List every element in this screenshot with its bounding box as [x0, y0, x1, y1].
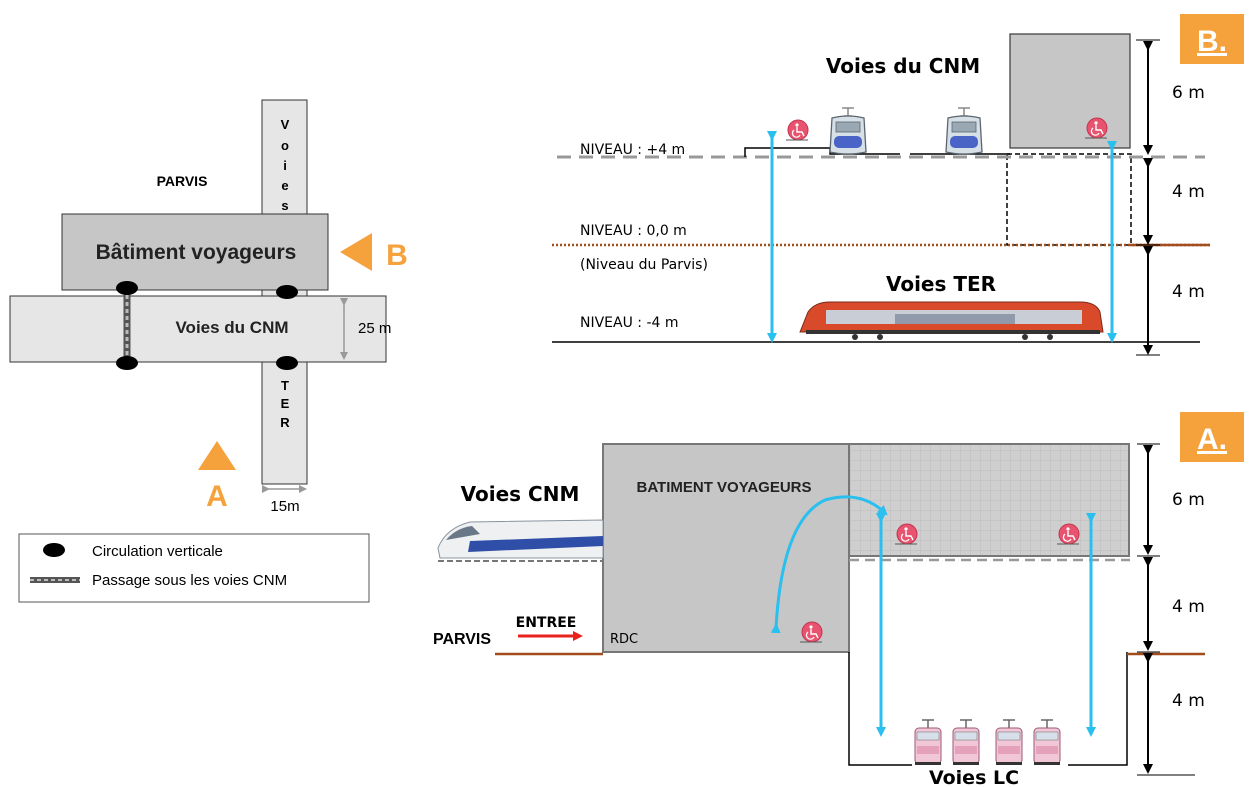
legend-box [18, 533, 370, 603]
lc-train-1-icon [914, 719, 942, 766]
voies-ter-label: Voies TER [886, 272, 996, 296]
section-b-building [1009, 33, 1131, 149]
section-a-building [602, 443, 850, 653]
voies-vertical-label: V o i e s [281, 117, 290, 213]
dim-a-top: 6 m [1172, 490, 1205, 510]
section-b-title: Voies du CNM [826, 54, 980, 78]
cnm-track-band [9, 295, 387, 363]
site-plan: Bâtiment voyageurs PARVIS V o i e s Voie… [9, 99, 408, 603]
section-b: B. Voies du CNM NIVEAU : +4 m NIVEAU : 0… [552, 14, 1244, 356]
lc-train-3-icon [995, 719, 1023, 766]
dim-b-bot: 4 m [1172, 282, 1205, 302]
dim-b-mid: 4 m [1172, 182, 1205, 202]
lc-train-4-icon [1033, 719, 1061, 766]
parvis-a-label: PARVIS [433, 631, 491, 648]
niveau-minus4: NIVEAU : -4 m [580, 315, 679, 331]
entree-label: ENTREE [516, 615, 577, 631]
dim-15-label: 15m [270, 498, 299, 515]
marker-b-triangle [340, 233, 372, 271]
pit-outline-left [848, 652, 912, 766]
plan-cnm-label: Voies du CNM [175, 318, 288, 337]
badge-a-bg [1180, 412, 1244, 462]
tram-2-icon [945, 107, 983, 155]
vertical-circulation-dot [276, 356, 298, 370]
wheelchair-icon [785, 119, 809, 141]
voies-lc-label: Voies LC [929, 767, 1019, 787]
voies-letter: o [281, 138, 289, 153]
vertical-circulation-dot [116, 356, 138, 370]
marker-a-label: A [206, 480, 228, 513]
station-building-label: Bâtiment voyageurs [96, 241, 297, 264]
dim-a-mid: 4 m [1172, 597, 1205, 617]
ter-letter: R [280, 415, 290, 430]
marker-b-label: B [386, 239, 408, 272]
dim-25-label: 25 m [358, 320, 391, 337]
section-a: A. Voies CNM BATIMENT VOYAGEURS ENTREE P… [433, 412, 1244, 787]
escalator-curve-arrow [770, 495, 888, 634]
badge-a: A. [1197, 423, 1227, 456]
marker-a-triangle [198, 441, 236, 470]
dim-b-top: 6 m [1172, 83, 1205, 103]
legend-dot [43, 543, 65, 557]
station-building [61, 213, 329, 291]
legend-circulation: Circulation verticale [92, 543, 223, 560]
ter-train-icon [799, 301, 1104, 340]
tram-1-icon [829, 107, 867, 155]
voies-letter: V [281, 117, 290, 132]
badge-b-bg [1180, 14, 1244, 64]
vertical-circulation-dot [116, 281, 138, 295]
voies-letter: e [281, 178, 288, 193]
legend-passage: Passage sous les voies CNM [92, 572, 287, 589]
ter-letter: E [281, 396, 290, 411]
batiment-a-label: BATIMENT VOYAGEURS [636, 479, 811, 496]
plan-parvis-label: PARVIS [157, 173, 208, 189]
voies-letter: i [283, 158, 287, 173]
pit-outline-right [1068, 652, 1128, 766]
lc-train-2-icon [952, 719, 980, 766]
niveau-zero: NIVEAU : 0,0 m [580, 223, 687, 239]
section-a-upper-hall [848, 443, 1130, 557]
ter-letter: T [281, 378, 289, 393]
niveau-parvis: (Niveau du Parvis) [580, 257, 708, 273]
rdc-label: RDC [610, 632, 638, 647]
badge-b: B. [1197, 25, 1227, 58]
vertical-circulation-dot [276, 285, 298, 299]
niveau-plus4: NIVEAU : +4 m [580, 142, 685, 158]
tgv-train-icon [437, 519, 604, 562]
voies-letter: s [281, 198, 288, 213]
voies-cnm-a-label: Voies CNM [461, 482, 580, 506]
dim-a-bot: 4 m [1172, 691, 1205, 711]
